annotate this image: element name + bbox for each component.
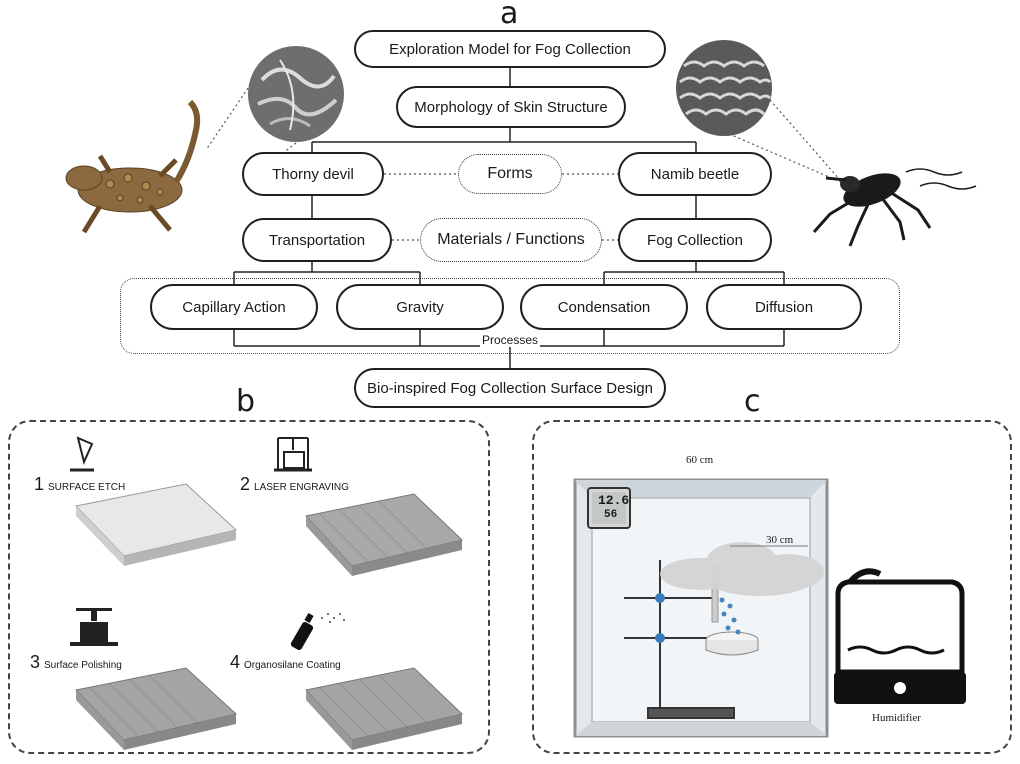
petri-dish <box>705 631 759 656</box>
polishing-icon <box>70 608 118 646</box>
sem-image-thorny-devil <box>248 46 344 142</box>
node-namib-beetle: Namib beetle <box>618 152 772 196</box>
sem-image-namib-beetle <box>676 40 772 136</box>
panel-b-frame <box>8 420 490 754</box>
distance-dimension: 30 cm <box>766 534 794 546</box>
humidifier <box>834 568 966 704</box>
spray-can-icon <box>290 613 345 651</box>
processes-frame <box>120 278 900 354</box>
node-exploration-model: Exploration Model for Fog Collection <box>354 30 666 68</box>
surface-plates <box>75 483 464 750</box>
node-thorny-devil: Thorny devil <box>242 152 384 196</box>
node-materials-functions: Materials / Functions <box>420 218 602 262</box>
node-diffusion: Diffusion <box>706 284 862 330</box>
panel-c-frame <box>532 420 1012 754</box>
thorny-devil-illustration <box>65 99 201 234</box>
stand <box>624 560 735 719</box>
node-surface-design: Bio-inspired Fog Collection Surface Desi… <box>354 368 666 408</box>
node-capillary-action: Capillary Action <box>150 284 318 330</box>
panel-label-c: c <box>744 384 761 419</box>
node-transportation: Transportation <box>242 218 392 262</box>
fog-cloud <box>660 542 824 596</box>
node-fog-collection: Fog Collection <box>618 218 772 262</box>
node-condensation: Condensation <box>520 284 688 330</box>
hygrometer-humidity: 56 <box>604 509 618 521</box>
width-dimension: 60 cm <box>686 454 714 466</box>
hygrometer-temp: 12.6 <box>598 493 630 508</box>
panel-label-b: b <box>236 384 256 419</box>
panel-label-a: a <box>500 0 519 31</box>
humidifier-label: Humidifier <box>872 712 921 724</box>
water-droplets <box>719 597 741 635</box>
laser-engraver-icon <box>274 437 312 472</box>
node-forms: Forms <box>458 154 562 194</box>
namib-beetle-illustration <box>812 168 977 247</box>
node-morphology: Morphology of Skin Structure <box>396 86 626 128</box>
plate-1 <box>75 483 238 566</box>
node-gravity: Gravity <box>336 284 504 330</box>
hygrometer <box>587 487 631 529</box>
etch-icon <box>70 436 94 472</box>
processes-label: Processes <box>480 333 541 347</box>
